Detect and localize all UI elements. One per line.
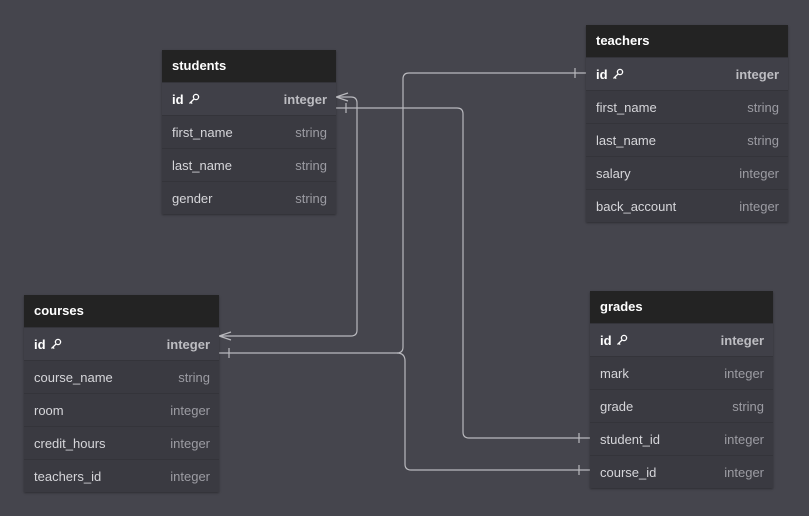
column-name: id (172, 92, 200, 107)
column-type: integer (720, 332, 764, 348)
column-type: integer (283, 91, 327, 107)
column-name: grade (600, 399, 633, 414)
column-type: integer (739, 165, 779, 181)
key-icon (188, 93, 200, 105)
column-row-last_name[interactable]: last_name string (586, 123, 788, 156)
column-name-text: gender (172, 190, 213, 206)
column-name-text: first_name (172, 124, 233, 140)
column-name: last_name (172, 158, 232, 173)
column-name: gender (172, 191, 212, 206)
key-icon (612, 68, 624, 80)
link-students-grades (336, 107, 590, 439)
column-row-id[interactable]: id integer (162, 82, 336, 115)
column-type: integer (724, 464, 764, 480)
column-name-text: first_name (596, 99, 657, 115)
column-name-text: teachers_id (34, 468, 102, 484)
column-name: id (596, 67, 624, 82)
table-title[interactable]: courses (24, 295, 219, 327)
column-row-course_name[interactable]: course_name string (24, 360, 219, 393)
column-name-text: last_name (596, 132, 656, 148)
column-name-text: course_id (600, 464, 657, 480)
column-name: id (34, 337, 62, 352)
table-title[interactable]: students (162, 50, 336, 82)
column-type: integer (724, 431, 764, 447)
column-name: first_name (172, 125, 233, 140)
column-name-text: grade (600, 398, 634, 414)
column-row-mark[interactable]: mark integer (590, 356, 773, 389)
column-name-text: id (34, 336, 46, 352)
column-row-teachers_id[interactable]: teachers_id integer (24, 459, 219, 492)
column-name: mark (600, 366, 629, 381)
column-name: course_name (34, 370, 113, 385)
column-type: string (732, 398, 764, 414)
column-name-text: id (596, 66, 608, 82)
column-name: last_name (596, 133, 656, 148)
column-name-text: course_name (34, 369, 113, 385)
column-name-text: id (600, 332, 612, 348)
column-name: teachers_id (34, 469, 101, 484)
column-row-room[interactable]: room integer (24, 393, 219, 426)
column-name-text: mark (600, 365, 629, 381)
column-type: integer (166, 336, 210, 352)
column-name: first_name (596, 100, 657, 115)
column-type: integer (170, 435, 210, 451)
key-icon (50, 338, 62, 350)
column-type: string (295, 190, 327, 206)
column-type: integer (739, 198, 779, 214)
column-row-salary[interactable]: salary integer (586, 156, 788, 189)
column-name-text: id (172, 91, 184, 107)
crowsfoot-marker (334, 92, 349, 102)
column-name: student_id (600, 432, 660, 447)
column-row-first_name[interactable]: first_name string (162, 115, 336, 148)
link-courses-grades (396, 352, 590, 471)
table-title[interactable]: teachers (586, 25, 788, 57)
table-title[interactable]: grades (590, 291, 773, 323)
column-type: string (747, 132, 779, 148)
column-name-text: last_name (172, 157, 232, 173)
column-name-text: back_account (596, 198, 677, 214)
column-row-grade[interactable]: grade string (590, 389, 773, 422)
column-row-id[interactable]: id integer (590, 323, 773, 356)
column-name: room (34, 403, 64, 418)
column-row-last_name[interactable]: last_name string (162, 148, 336, 181)
column-name-text: student_id (600, 431, 660, 447)
column-name: back_account (596, 199, 676, 214)
column-type: string (295, 157, 327, 173)
column-name: credit_hours (34, 436, 106, 451)
table-courses[interactable]: courses id integer course_name string room int… (24, 295, 219, 492)
column-name: id (600, 333, 628, 348)
column-row-back_account[interactable]: back_account integer (586, 189, 788, 222)
table-grades[interactable]: grades id integer mark integer grade string stu… (590, 291, 773, 488)
column-row-id[interactable]: id integer (586, 57, 788, 90)
column-row-student_id[interactable]: student_id integer (590, 422, 773, 455)
column-name: course_id (600, 465, 656, 480)
crowsfoot-marker (217, 331, 232, 341)
column-type: integer (724, 365, 764, 381)
column-name: salary (596, 166, 631, 181)
column-type: string (178, 369, 210, 385)
column-name-text: salary (596, 165, 631, 181)
column-row-first_name[interactable]: first_name string (586, 90, 788, 123)
column-row-course_id[interactable]: course_id integer (590, 455, 773, 488)
column-type: integer (170, 402, 210, 418)
column-type: string (747, 99, 779, 115)
column-type: integer (735, 66, 779, 82)
column-row-gender[interactable]: gender string (162, 181, 336, 214)
column-name-text: credit_hours (34, 435, 106, 451)
key-icon (616, 334, 628, 346)
column-type: string (295, 124, 327, 140)
column-row-credit_hours[interactable]: credit_hours integer (24, 426, 219, 459)
column-type: integer (170, 468, 210, 484)
column-row-id[interactable]: id integer (24, 327, 219, 360)
column-name-text: room (34, 402, 64, 418)
